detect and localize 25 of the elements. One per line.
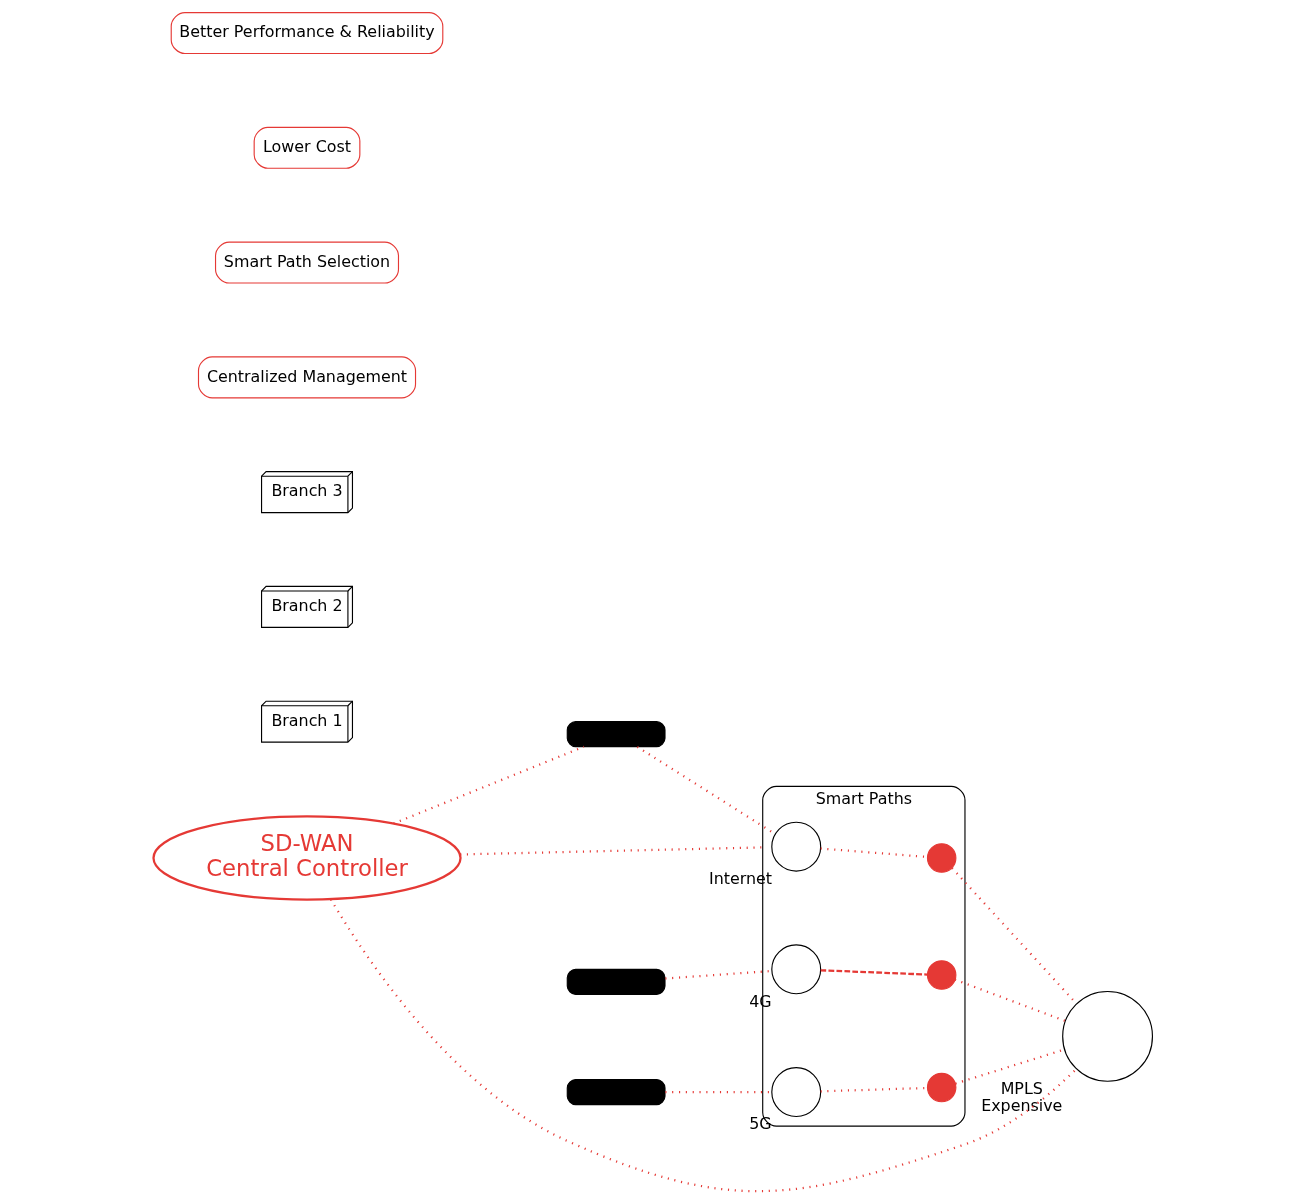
connector	[820, 969, 928, 976]
connector	[954, 978, 1066, 1022]
connector	[460, 846, 763, 856]
node-box: Centralized Management	[197, 356, 417, 399]
node-box	[566, 721, 666, 748]
connector	[330, 898, 1078, 1193]
node-circle	[771, 1067, 822, 1118]
node-label: Expensive	[981, 1096, 1063, 1116]
node-circle	[771, 821, 822, 872]
node-circle	[771, 944, 822, 995]
node-box	[566, 968, 666, 995]
node-box: Smart Path Selection	[214, 241, 400, 284]
node-circle	[1062, 990, 1153, 1082]
node-box: Better Performance & Reliability	[170, 12, 444, 55]
node-ellipse: SD-WAN Central Controller	[152, 815, 462, 901]
node-box	[566, 1079, 666, 1106]
node-circle	[926, 960, 957, 990]
connector	[393, 745, 585, 825]
node-label: 5G	[749, 1114, 772, 1134]
node-circle	[926, 1072, 957, 1103]
node-label: MPLS	[1000, 1079, 1043, 1099]
node-box: Lower Cost	[253, 126, 361, 169]
connector	[665, 969, 772, 980]
connector	[665, 1090, 772, 1094]
node-circle	[926, 843, 957, 873]
